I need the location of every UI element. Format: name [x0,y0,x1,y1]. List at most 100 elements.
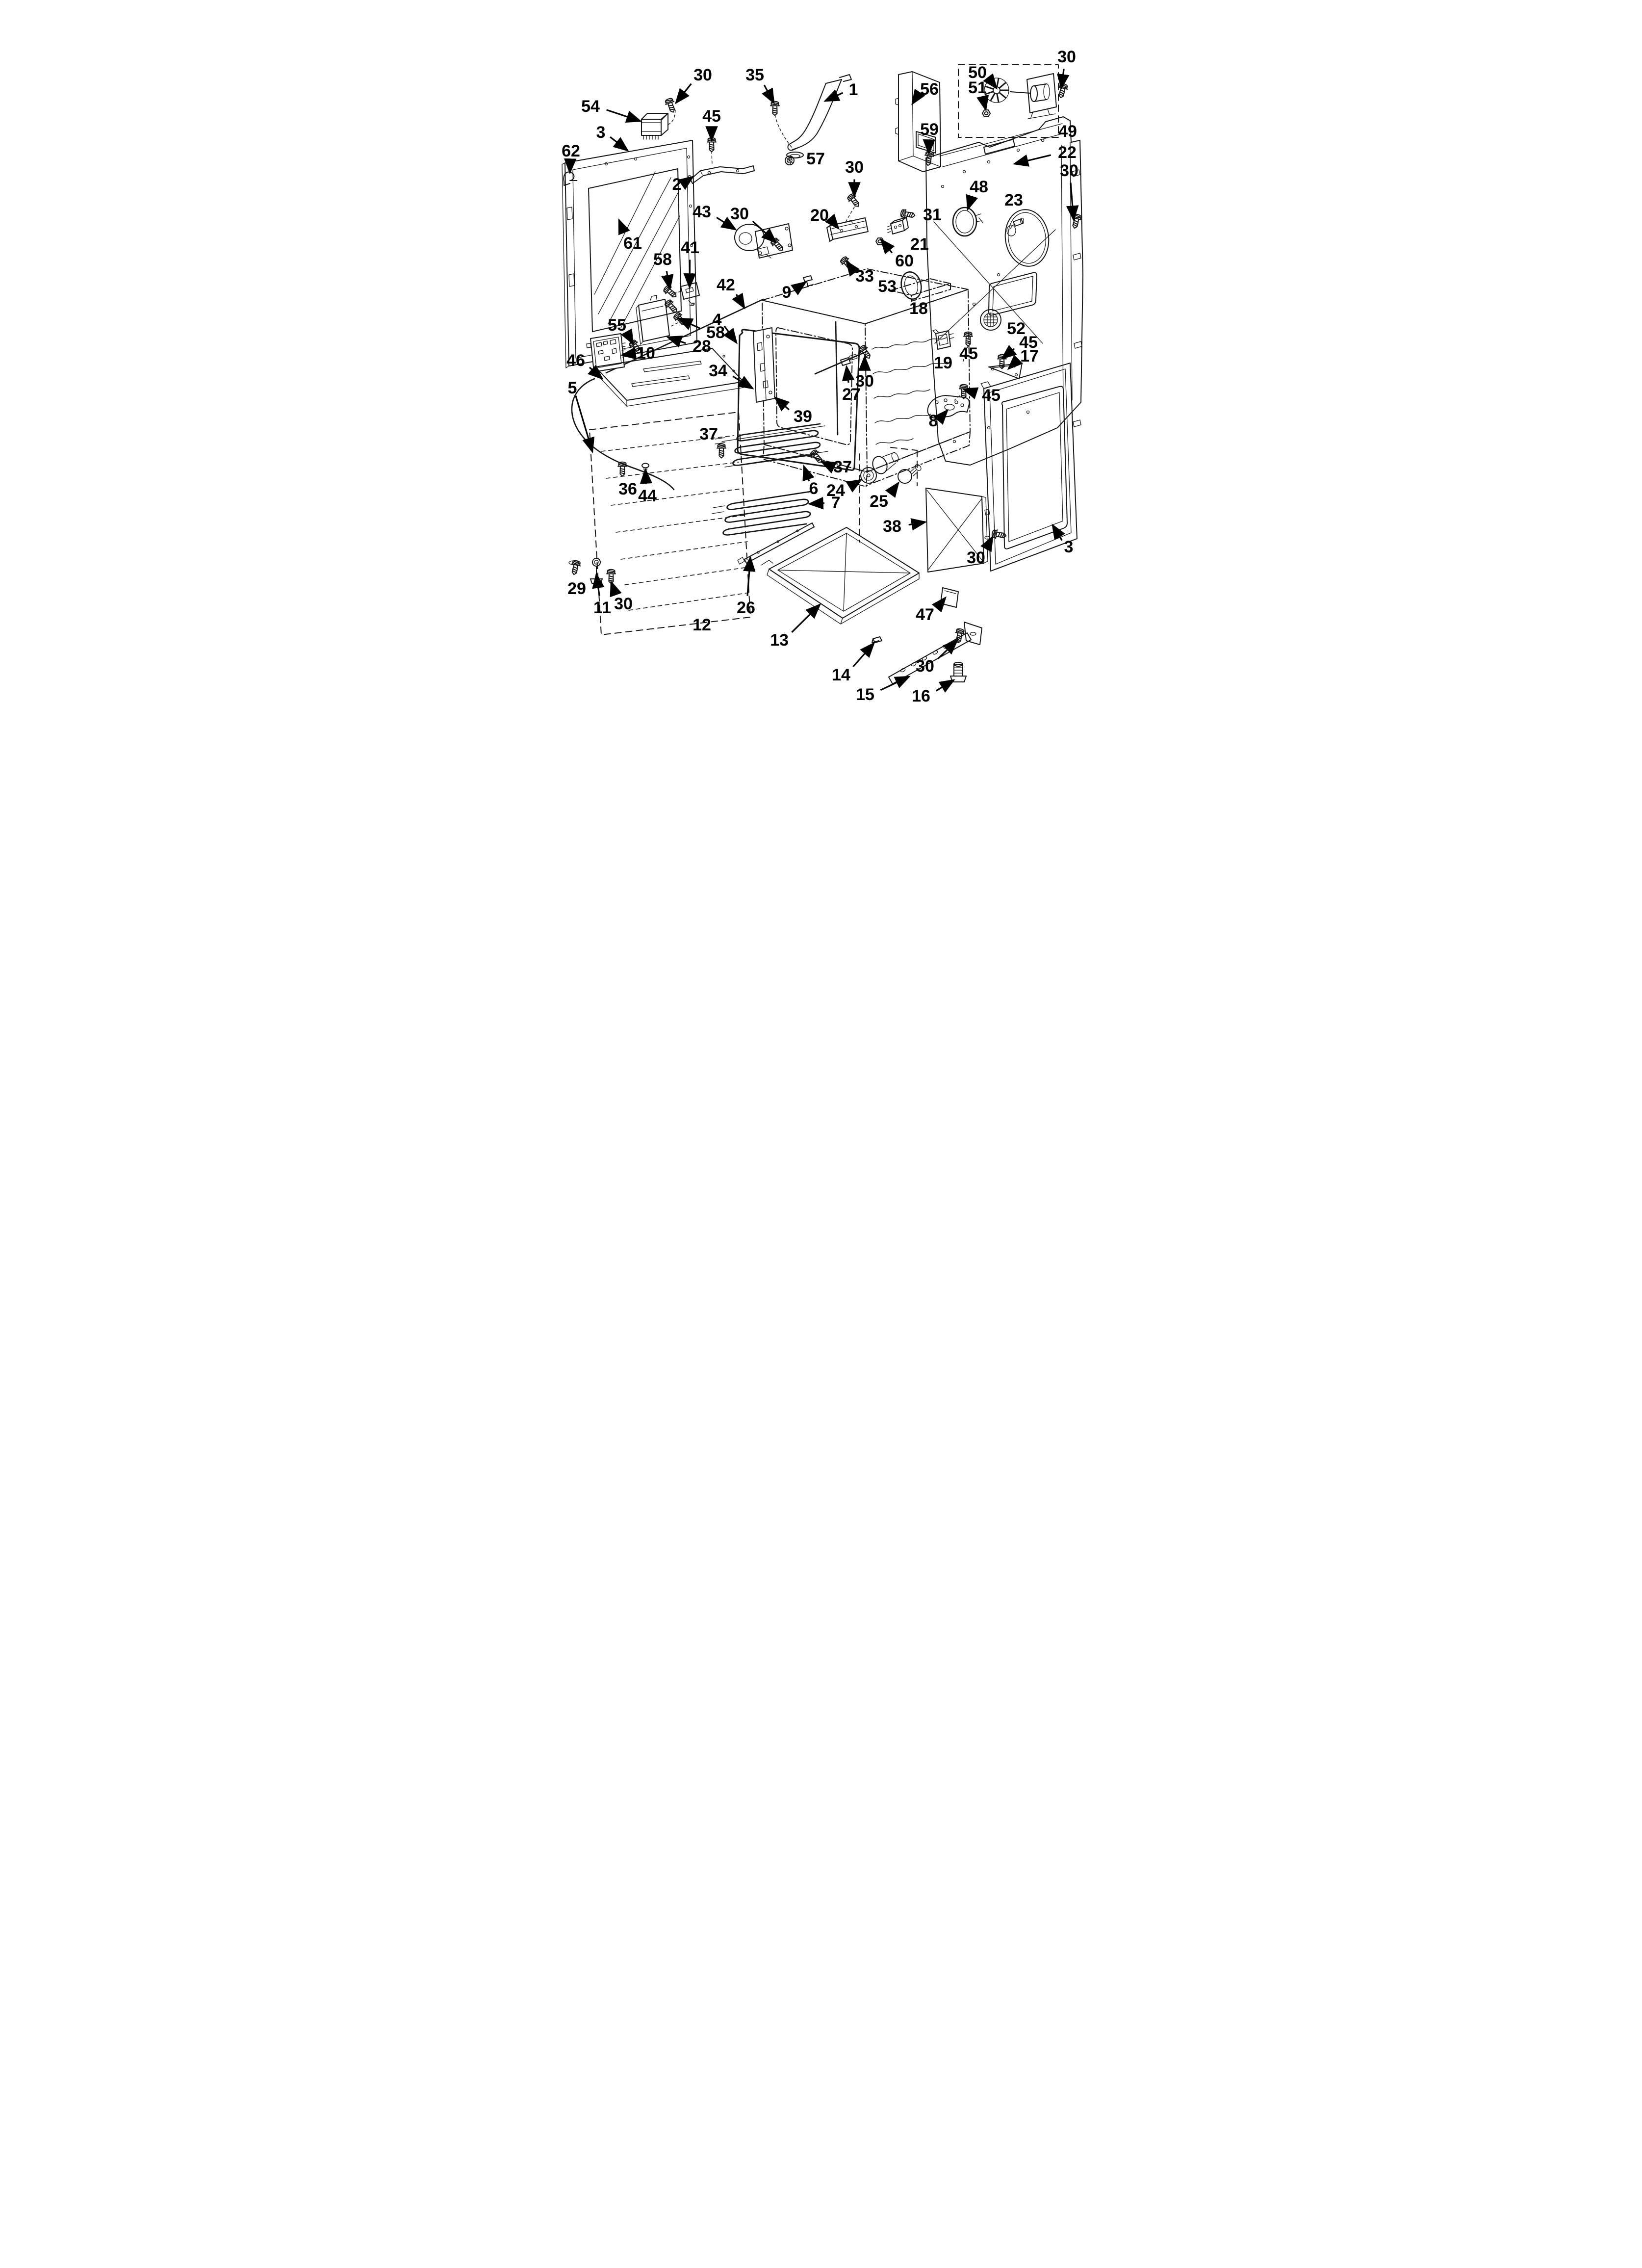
callout-26: 26 [737,555,756,617]
callout-30: 30 [845,158,864,198]
callout-number-49: 49 [1058,122,1077,141]
callout-number-61: 61 [623,234,642,253]
callout-number-15: 15 [856,685,874,704]
callout-number-13: 13 [770,631,789,650]
callout-arrow-45 [1001,344,1017,360]
callout-arrow-26 [743,555,756,596]
callout-arrow-30 [1066,182,1079,222]
callout-43: 43 [693,203,737,231]
callout-57: 57 [806,150,825,168]
callout-number-30: 30 [1057,48,1076,66]
callout-number-60: 60 [895,252,914,270]
callout-30: 30 [1057,48,1076,90]
callout-30: 30 [610,580,633,613]
callout-number-12: 12 [693,616,711,634]
callout-7: 7 [807,494,841,512]
switch-19 [932,329,969,365]
callout-arrow-14 [852,642,875,668]
callout-number-58: 58 [653,250,672,269]
callout-arrow-30 [675,83,692,104]
callout-number-30: 30 [916,657,934,676]
callout-55: 55 [608,316,634,345]
callout-number-30: 30 [845,158,864,177]
callout-number-30: 30 [1060,161,1078,180]
transformer [641,109,676,140]
callout-23: 23 [1004,191,1023,209]
callout-arrow-2 [678,176,694,190]
callout-5: 5 [568,379,595,454]
harness-wire-5 [571,378,675,491]
callout-arrow-37 [820,461,837,474]
callout-50: 50 [968,63,998,90]
callout-number-48: 48 [970,178,988,196]
callout-number-26: 26 [737,599,755,617]
callout-12: 12 [693,616,711,634]
callout-number-11: 11 [593,599,611,617]
leg-brace [774,74,852,158]
clip-9 [803,275,814,287]
callout-arrow-30 [752,220,777,244]
callout-37: 37 [699,425,718,443]
callout-44: 44 [638,468,657,505]
callout-number-10: 10 [637,344,655,363]
callout-30: 30 [675,66,712,104]
callout-arrow-47 [931,596,947,613]
callout-arrow-60 [879,238,895,255]
callout-arrow-51 [976,95,989,112]
callout-58: 58 [677,317,725,342]
callout-arrow-5 [575,395,595,454]
callout-arrow-58 [677,317,700,330]
callout-51: 51 [968,78,989,112]
control-board-10 [586,333,626,376]
callout-30: 30 [967,535,994,567]
wire-clamp-48 [952,207,983,237]
callout-arrow-30 [610,580,622,598]
callout-arrow-43 [716,216,737,231]
callout-arrow-13 [791,603,821,633]
callout-34: 34 [709,362,754,390]
callout-arrow-17 [1007,354,1023,370]
callout-9: 9 [782,281,807,302]
fan-motor-kit [958,64,1059,138]
callout-number-39: 39 [794,407,812,426]
callout-number-18: 18 [909,299,928,318]
callout-3: 3 [1052,523,1073,556]
callout-arrow-46 [587,365,604,380]
callout-48: 48 [966,178,988,211]
callout-number-57: 57 [806,150,825,168]
callout-number-53: 53 [878,277,897,296]
callout-number-4: 4 [713,311,722,329]
callout-20: 20 [810,206,840,230]
callout-45: 45 [702,107,721,142]
anti-tip-bracket-15 [888,622,982,684]
callout-number-21: 21 [910,235,929,254]
callout-8: 8 [929,409,949,430]
callout-28: 28 [666,336,711,356]
callout-17: 17 [1007,347,1039,370]
callout-number-30: 30 [967,548,985,567]
callout-number-37: 37 [833,458,852,476]
bracket-20 [826,207,869,242]
callout-arrow-6 [802,464,815,482]
callout-number-58: 58 [706,323,725,342]
callout-16: 16 [912,679,955,705]
callout-24: 24 [826,479,863,500]
callout-number-8: 8 [929,412,938,430]
callout-number-7: 7 [831,494,841,512]
callout-arrow-3 [610,136,629,152]
callout-number-27: 27 [842,385,861,404]
callout-arrow-35 [762,84,775,104]
callout-49: 49 [1058,122,1077,141]
callout-45: 45 [1001,333,1038,360]
callout-18: 18 [909,299,928,318]
callout-62: 62 [562,142,580,175]
callout-arrow-48 [966,194,978,211]
side-panel-right [980,363,1078,572]
callout-number-35: 35 [745,66,764,84]
callout-number-24: 24 [826,481,845,500]
callout-11: 11 [592,572,611,617]
callout-15: 15 [856,676,911,704]
base-plate-8 [927,392,970,418]
callout-number-42: 42 [717,276,735,294]
